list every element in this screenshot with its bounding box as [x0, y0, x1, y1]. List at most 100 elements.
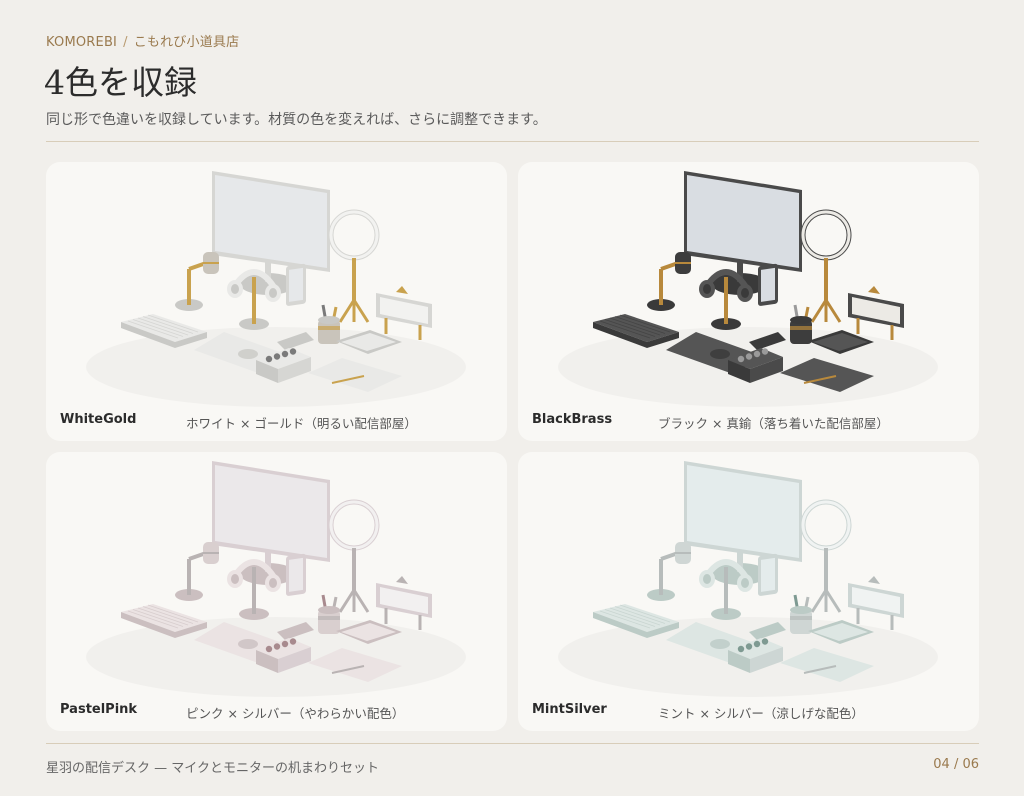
mixer-knob	[745, 353, 753, 360]
mixer-top	[728, 348, 783, 369]
audio-mixer	[728, 638, 783, 673]
pen-cup	[318, 594, 340, 634]
pen-cup	[318, 304, 340, 344]
variant-card-pastelpink[interactable]: PastelPink ピンク × シルバー（やわらかい配色）	[46, 452, 507, 731]
pen	[803, 665, 837, 674]
variant-card-mintsilver[interactable]: MintSilver ミント × シルバー（涼しげな配色）	[518, 452, 979, 731]
monitor-stand	[265, 247, 271, 282]
header-divider	[46, 141, 979, 142]
monitor-stand	[265, 537, 271, 572]
mixer-knob	[281, 640, 289, 648]
desk-set-render	[121, 461, 432, 682]
desk-tray	[780, 620, 874, 682]
monitor-screen	[215, 175, 327, 268]
monitor	[684, 171, 802, 295]
mixer-knob	[273, 643, 281, 650]
variant-name: PastelPink	[60, 702, 138, 717]
ring-light	[800, 209, 852, 323]
pen-cup	[790, 594, 812, 634]
monitor-screen	[687, 465, 799, 558]
pen	[803, 375, 837, 384]
mixer-knob	[265, 355, 273, 363]
ring-inner	[329, 210, 379, 260]
tray-left	[308, 358, 402, 392]
mouse	[238, 639, 258, 649]
monitor	[684, 461, 802, 585]
mouse	[238, 349, 258, 359]
tray-left	[308, 648, 402, 682]
phone-stand	[749, 553, 786, 640]
phone-stand	[749, 263, 786, 350]
desk-items	[593, 171, 904, 392]
breadcrumb: KOMOREBI/こもれび小道具店	[46, 31, 239, 50]
variant-card-whitegold[interactable]: WhiteGold ホワイト × ゴールド（明るい配信部屋）	[46, 162, 507, 441]
variant-name: WhiteGold	[60, 412, 137, 427]
ring-tripod	[810, 297, 842, 323]
variant-description: ホワイト × ゴールド（明るい配信部屋）	[186, 416, 417, 431]
light-sign	[376, 576, 432, 630]
monitor-screen	[687, 175, 799, 268]
desk-set-render	[593, 461, 904, 682]
mixer-knob	[745, 643, 753, 650]
mixer-knob	[753, 640, 761, 648]
headphone-stand	[227, 269, 281, 330]
monitor-stand	[737, 247, 743, 282]
pen-cup	[790, 304, 812, 344]
phone-stand	[277, 553, 314, 640]
desk-set-render	[121, 171, 432, 392]
phone-stand	[277, 263, 314, 350]
keyboard	[593, 314, 679, 348]
ring-inner	[801, 210, 851, 260]
ring-tripod	[338, 297, 370, 323]
variant-description: ピンク × シルバー（やわらかい配色）	[186, 706, 405, 721]
light-sign	[848, 576, 904, 630]
page-title: 4色を収録	[44, 63, 197, 102]
mixer-knob	[761, 638, 769, 645]
variant-name: MintSilver	[532, 702, 607, 717]
audio-mixer	[256, 348, 311, 383]
ring-tripod	[338, 587, 370, 613]
desk-items	[593, 461, 904, 682]
keyboard	[121, 314, 207, 348]
mixer-knob	[753, 350, 761, 358]
mixer-knob	[273, 353, 281, 360]
keyboard	[593, 604, 679, 638]
headphone-stand	[227, 559, 281, 620]
desk-set-render	[593, 171, 904, 392]
footer-title: 星羽の配信デスク — マイクとモニターの机まわりセット	[46, 761, 380, 776]
pen	[331, 665, 365, 674]
ring-light	[800, 499, 852, 613]
breadcrumb-separator: /	[123, 35, 128, 50]
breadcrumb-brand: KOMOREBI	[46, 35, 118, 50]
tray-left	[780, 358, 874, 392]
mixer-knob	[761, 348, 769, 355]
ring-tripod	[810, 587, 842, 613]
ring-inner	[329, 500, 379, 550]
variant-description: ブラック × 真鍮（落ち着いた配信部屋）	[658, 416, 889, 431]
mixer-knob	[281, 350, 289, 358]
keyboard-top	[121, 604, 207, 632]
headphone-stand	[699, 269, 753, 330]
monitor	[212, 461, 330, 585]
ring-light	[328, 499, 380, 613]
audio-mixer	[256, 638, 311, 673]
monitor	[212, 171, 330, 295]
keyboard-top	[593, 314, 679, 342]
mixer-knob	[289, 638, 297, 645]
desk-tray	[308, 330, 402, 392]
mixer-top	[256, 638, 311, 659]
variant-name: BlackBrass	[532, 412, 613, 427]
monitor-screen	[215, 465, 327, 558]
mixer-knob	[737, 645, 745, 653]
mic-arm	[647, 252, 691, 311]
keyboard	[121, 604, 207, 638]
footer-divider	[46, 743, 979, 744]
variant-card-blackbrass[interactable]: BlackBrass ブラック × 真鍮（落ち着いた配信部屋）	[518, 162, 979, 441]
keyboard-top	[593, 604, 679, 632]
desk-items	[121, 171, 432, 392]
variant-description: ミント × シルバー（涼しげな配色）	[658, 706, 864, 721]
mixer-knob	[289, 348, 297, 355]
light-sign	[848, 286, 904, 340]
mixer-knob	[737, 355, 745, 363]
headphone-stand	[699, 559, 753, 620]
